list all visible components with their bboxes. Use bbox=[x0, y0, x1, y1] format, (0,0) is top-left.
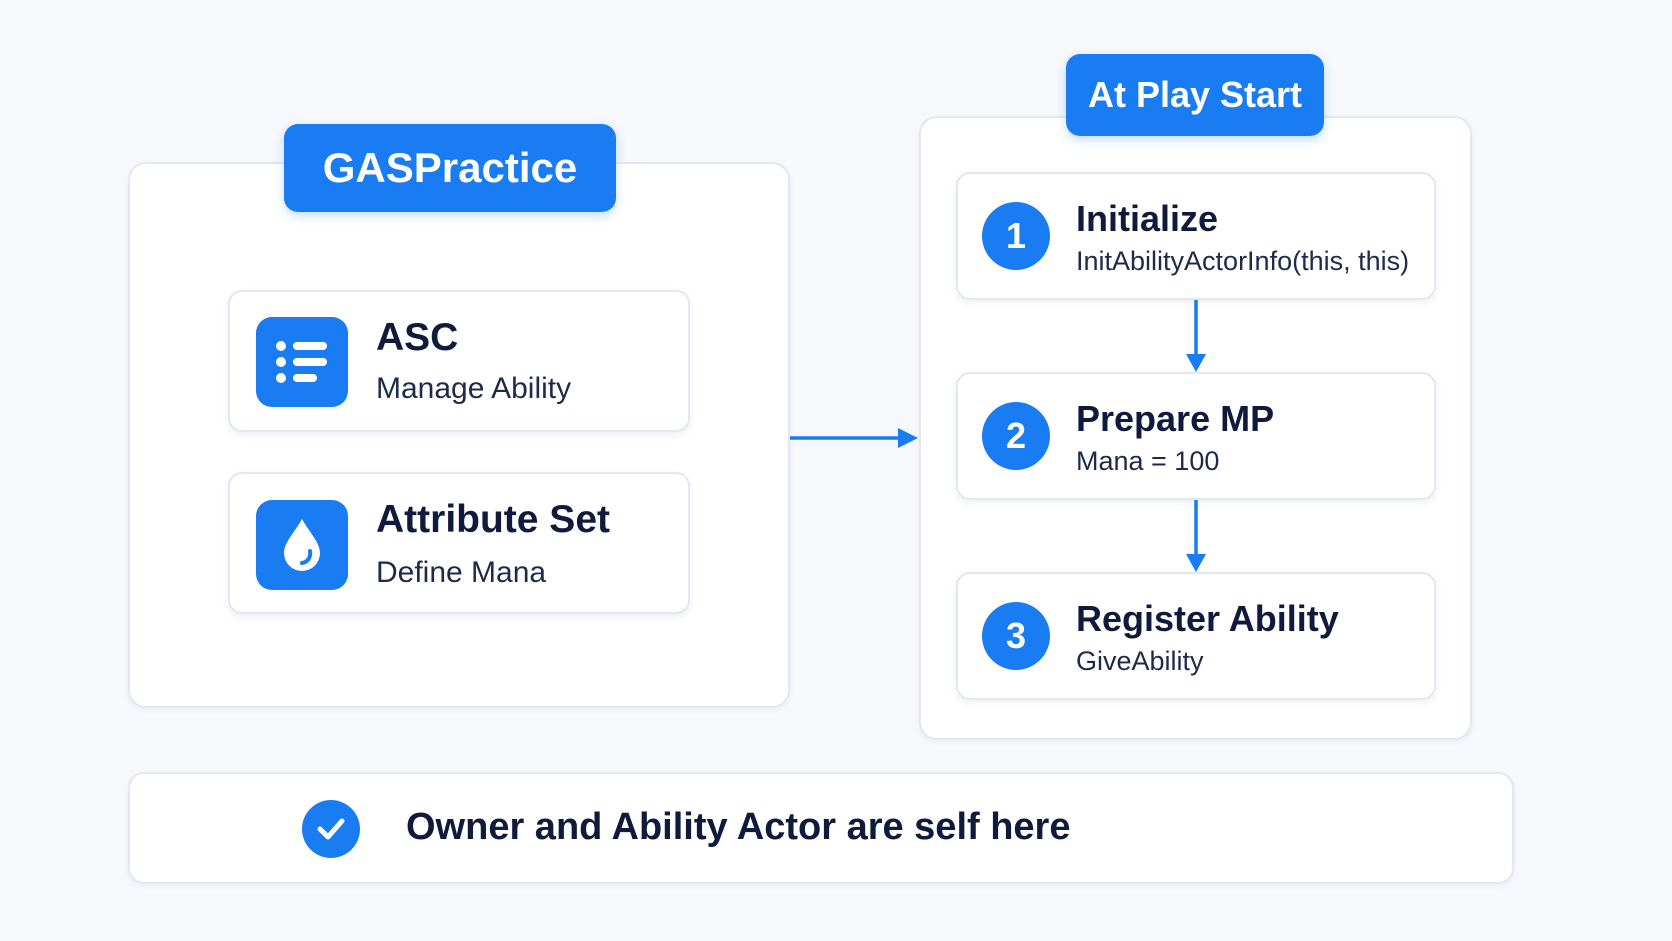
step-initialize-title: Initialize bbox=[1076, 198, 1219, 239]
list-icon bbox=[256, 317, 348, 407]
step-register-ability-card: 3 Register Ability GiveAbility bbox=[956, 572, 1436, 700]
step-arrow-2 bbox=[1186, 500, 1206, 572]
step-number-1: 1 bbox=[982, 202, 1050, 270]
play-start-title: At Play Start bbox=[1066, 54, 1324, 136]
asc-card-subtitle: Manage Ability bbox=[376, 372, 572, 405]
step-initialize-card: 1 Initialize InitAbilityActorInfo(this, … bbox=[956, 172, 1436, 300]
step-register-ability-subtitle: GiveAbility bbox=[1076, 646, 1204, 676]
step-arrow-1 bbox=[1186, 300, 1206, 372]
step-prepare-mp-title: Prepare MP bbox=[1076, 398, 1275, 439]
check-circle-icon bbox=[302, 800, 360, 858]
step-register-ability-title: Register Ability bbox=[1076, 598, 1339, 639]
attribute-set-card: Attribute Set Define Mana bbox=[228, 472, 690, 614]
attribute-set-card-subtitle: Define Mana bbox=[376, 556, 547, 589]
gaspractice-title: GASPractice bbox=[284, 124, 616, 212]
connector-arrow bbox=[790, 428, 918, 448]
step-prepare-mp-card: 2 Prepare MP Mana = 100 bbox=[956, 372, 1436, 500]
step-number-2: 2 bbox=[982, 402, 1050, 470]
step-initialize-subtitle: InitAbilityActorInfo(this, this) bbox=[1076, 246, 1410, 276]
step-prepare-mp-subtitle: Mana = 100 bbox=[1076, 446, 1220, 476]
droplet-icon bbox=[256, 500, 348, 590]
asc-card: ASC Manage Ability bbox=[228, 290, 690, 432]
gaspractice-panel bbox=[128, 162, 790, 708]
attribute-set-card-title: Attribute Set bbox=[376, 498, 610, 541]
footer-text: Owner and Ability Actor are self here bbox=[406, 806, 1071, 848]
footer-note: Owner and Ability Actor are self here bbox=[128, 772, 1514, 884]
asc-card-title: ASC bbox=[376, 316, 459, 359]
step-number-3: 3 bbox=[982, 602, 1050, 670]
